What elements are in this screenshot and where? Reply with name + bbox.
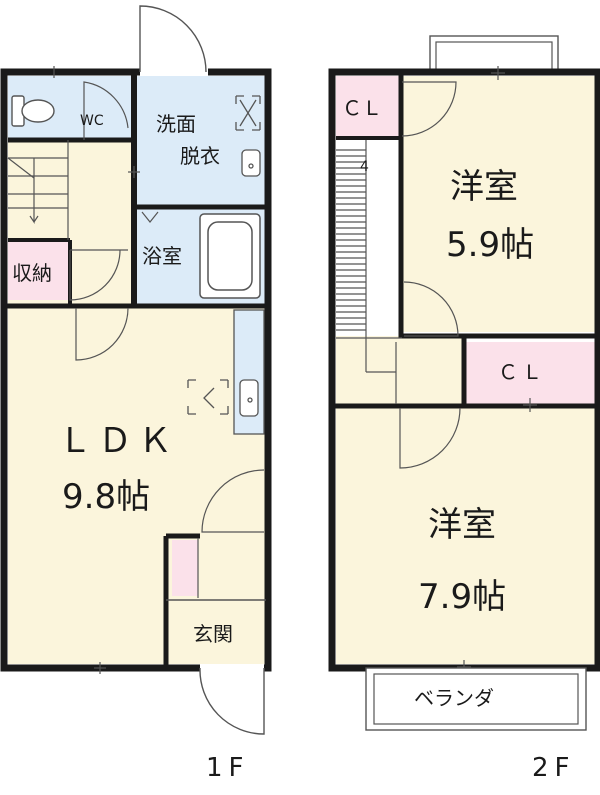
- bedroom-a-door-swing: [403, 281, 459, 337]
- floor1-label: 1F: [206, 753, 250, 783]
- top-door-swing: [139, 5, 207, 73]
- floor2-plan: [328, 35, 600, 731]
- bedroom-a-size: 5.9帖: [446, 225, 535, 265]
- ldk-door-swing: [75, 307, 129, 361]
- bedroom-b-size: 7.9帖: [418, 577, 507, 617]
- fridge-icon: [187, 379, 229, 415]
- storage-label: 収納: [12, 261, 52, 285]
- entrance-door-gap: [200, 664, 264, 672]
- bedroom-b-floor: [336, 408, 596, 664]
- storage-door-swing: [69, 249, 121, 301]
- closet-b-floor: [466, 342, 596, 404]
- toilet-icon: [11, 95, 55, 127]
- wc-door-swing: [83, 81, 129, 140]
- closet-a-label: ＣＬ: [342, 96, 382, 120]
- ldk-size-label: 9.8帖: [62, 477, 151, 517]
- floor1-stairs: [7, 140, 69, 240]
- top-door-gap: [140, 68, 208, 76]
- entrance-floor: [168, 600, 266, 664]
- sink-icon: [241, 149, 261, 177]
- veranda-label: ベランダ: [414, 686, 494, 710]
- closet-b-label: ＣＬ: [498, 360, 546, 384]
- wc-label: WC: [80, 113, 104, 129]
- stair2-floor: [336, 140, 400, 336]
- bedroom-a-floor: [402, 76, 596, 332]
- hall2-floor: [336, 336, 466, 408]
- washing-machine-icon: [235, 95, 261, 131]
- bedroom-b-name: 洋室: [428, 505, 496, 545]
- storage-floor: [8, 242, 68, 300]
- veranda-inner: [373, 673, 579, 725]
- floor1-plan: [0, 5, 272, 735]
- bathtub-icon: [199, 213, 261, 299]
- floor2-label: 2F: [532, 753, 576, 783]
- stair-number: 4: [360, 159, 369, 175]
- bedroom-b-door-swing: [399, 407, 461, 469]
- shoe-closet: [172, 540, 198, 596]
- entrance-label: 玄関: [193, 622, 233, 646]
- entrance-inner-door-swing: [201, 469, 265, 533]
- washroom-label-1: 洗面: [156, 112, 196, 136]
- entrance-door-swing: [199, 667, 265, 735]
- floor2-stairs: [336, 140, 397, 404]
- bath-door-mark: [141, 211, 159, 223]
- washroom-label-2: 脱衣: [180, 144, 220, 168]
- bedroom-a-name: 洋室: [450, 167, 518, 207]
- bath-label: 浴室: [142, 244, 182, 268]
- ldk-name-label: ＬＤＫ: [58, 421, 178, 461]
- kitchen-counter: [233, 309, 265, 435]
- veranda-outer: [365, 667, 587, 731]
- washroom-floor: [136, 76, 266, 206]
- closet-a-door-swing: [401, 81, 457, 137]
- closet-a-floor: [336, 76, 400, 138]
